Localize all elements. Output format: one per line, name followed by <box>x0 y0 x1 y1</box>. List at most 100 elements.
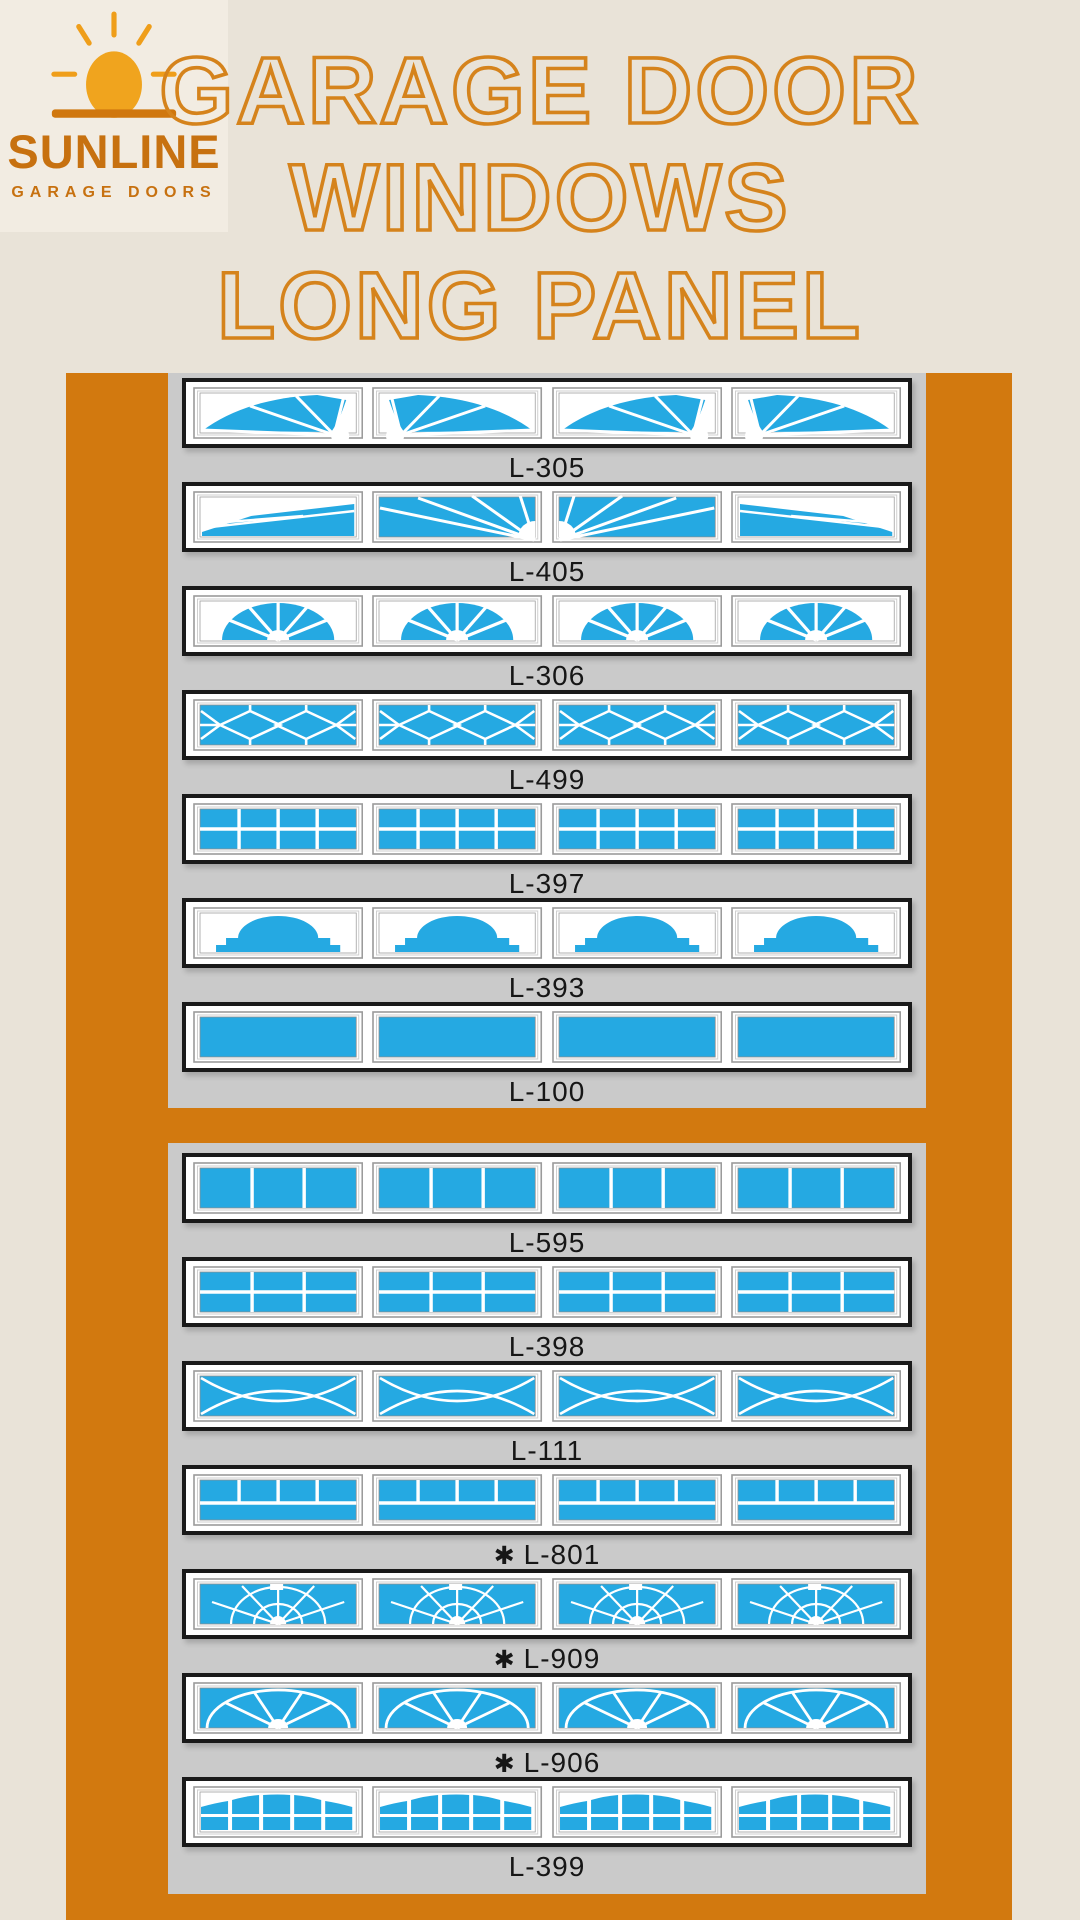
garage-window <box>193 1370 364 1422</box>
window-strip <box>182 1465 912 1535</box>
garage-window <box>372 1370 543 1422</box>
window-row: L-399 <box>168 1777 926 1881</box>
garage-window <box>551 1578 722 1630</box>
sun-over-horizon-icon <box>51 11 177 118</box>
row-label-text: L-595 <box>508 1227 586 1258</box>
asterisk-icon: ✱ <box>493 1646 516 1674</box>
garage-window <box>193 803 364 855</box>
row-label-text: L-306 <box>508 660 586 691</box>
window-row: L-405 <box>168 482 926 586</box>
window-strip <box>182 794 912 864</box>
garage-window <box>551 1474 722 1526</box>
window-glass-design <box>193 1474 364 1526</box>
garage-window <box>551 1011 722 1063</box>
garage-window <box>551 387 722 439</box>
window-glass-design <box>551 1578 722 1630</box>
title-line-2: WINDOWS <box>288 144 791 254</box>
window-glass-design <box>372 907 543 959</box>
garage-window <box>551 803 722 855</box>
window-glass-design <box>193 1011 364 1063</box>
row-label: ✱L-801 <box>168 1541 926 1569</box>
window-row: L-499 <box>168 690 926 794</box>
garage-window <box>730 1266 901 1318</box>
garage-window <box>193 1266 364 1318</box>
window-glass-design <box>193 699 364 751</box>
window-row: L-398 <box>168 1257 926 1361</box>
row-label: L-595 <box>168 1229 926 1257</box>
page-title: GARAGE DOOR WINDOWS LONG PANEL <box>0 36 1080 360</box>
garage-window <box>193 1786 364 1838</box>
window-glass-design <box>730 803 901 855</box>
asterisk-icon: ✱ <box>493 1542 516 1570</box>
window-row: L-397 <box>168 794 926 898</box>
window-row: L-306 <box>168 586 926 690</box>
window-strip <box>182 1002 912 1072</box>
window-glass-design <box>730 907 901 959</box>
window-glass-design <box>730 1578 901 1630</box>
window-glass-design <box>193 1162 364 1214</box>
window-row: ✱L-906 <box>168 1673 926 1777</box>
garage-window <box>372 1682 543 1734</box>
garage-window <box>372 699 543 751</box>
garage-window <box>372 803 543 855</box>
garage-window <box>551 1682 722 1734</box>
brand-name: SUNLINE <box>7 125 221 178</box>
window-glass-design <box>372 803 543 855</box>
garage-window <box>372 1474 543 1526</box>
row-label: L-397 <box>168 870 926 898</box>
garage-window <box>551 1162 722 1214</box>
window-glass-design <box>372 1011 543 1063</box>
row-label: L-306 <box>168 662 926 690</box>
garage-window <box>372 1162 543 1214</box>
garage-window <box>730 1474 901 1526</box>
window-strip <box>182 586 912 656</box>
row-label-text: L-405 <box>508 556 586 587</box>
garage-window <box>193 907 364 959</box>
window-row: L-393 <box>168 898 926 1002</box>
window-strip <box>182 482 912 552</box>
row-label-text: L-909 <box>523 1643 601 1674</box>
row-label: L-111 <box>168 1437 926 1465</box>
window-strip <box>182 1153 912 1223</box>
garage-window <box>551 595 722 647</box>
window-glass-design <box>372 1474 543 1526</box>
window-glass-design <box>372 1578 543 1630</box>
window-glass-design <box>551 1682 722 1734</box>
row-label: L-393 <box>168 974 926 1002</box>
window-glass-design <box>372 1786 543 1838</box>
garage-window <box>372 1578 543 1630</box>
garage-window <box>730 1682 901 1734</box>
row-label-text: L-801 <box>523 1539 601 1570</box>
window-row: L-111 <box>168 1361 926 1465</box>
window-glass-design <box>551 1162 722 1214</box>
garage-window <box>372 387 543 439</box>
garage-window <box>551 1370 722 1422</box>
window-glass-design <box>193 1682 364 1734</box>
window-glass-design <box>551 1266 722 1318</box>
window-glass-design <box>372 491 543 543</box>
garage-window <box>193 387 364 439</box>
row-label: L-399 <box>168 1853 926 1881</box>
window-glass-design <box>372 387 543 439</box>
garage-window <box>730 1370 901 1422</box>
window-glass-design <box>193 1786 364 1838</box>
window-glass-design <box>730 491 901 543</box>
row-label: L-398 <box>168 1333 926 1361</box>
garage-window <box>193 1011 364 1063</box>
garage-window <box>193 1682 364 1734</box>
row-label-text: L-393 <box>508 972 586 1003</box>
row-label-text: L-305 <box>508 452 586 483</box>
row-label: L-305 <box>168 454 926 482</box>
garage-window <box>372 1266 543 1318</box>
window-glass-design <box>730 1266 901 1318</box>
window-glass-design <box>551 1370 722 1422</box>
window-glass-design <box>551 387 722 439</box>
row-label-text: L-499 <box>508 764 586 795</box>
garage-window <box>372 595 543 647</box>
sunline-logo: SUNLINE GARAGE DOORS <box>0 0 228 232</box>
garage-window <box>730 1578 901 1630</box>
garage-window <box>193 1578 364 1630</box>
